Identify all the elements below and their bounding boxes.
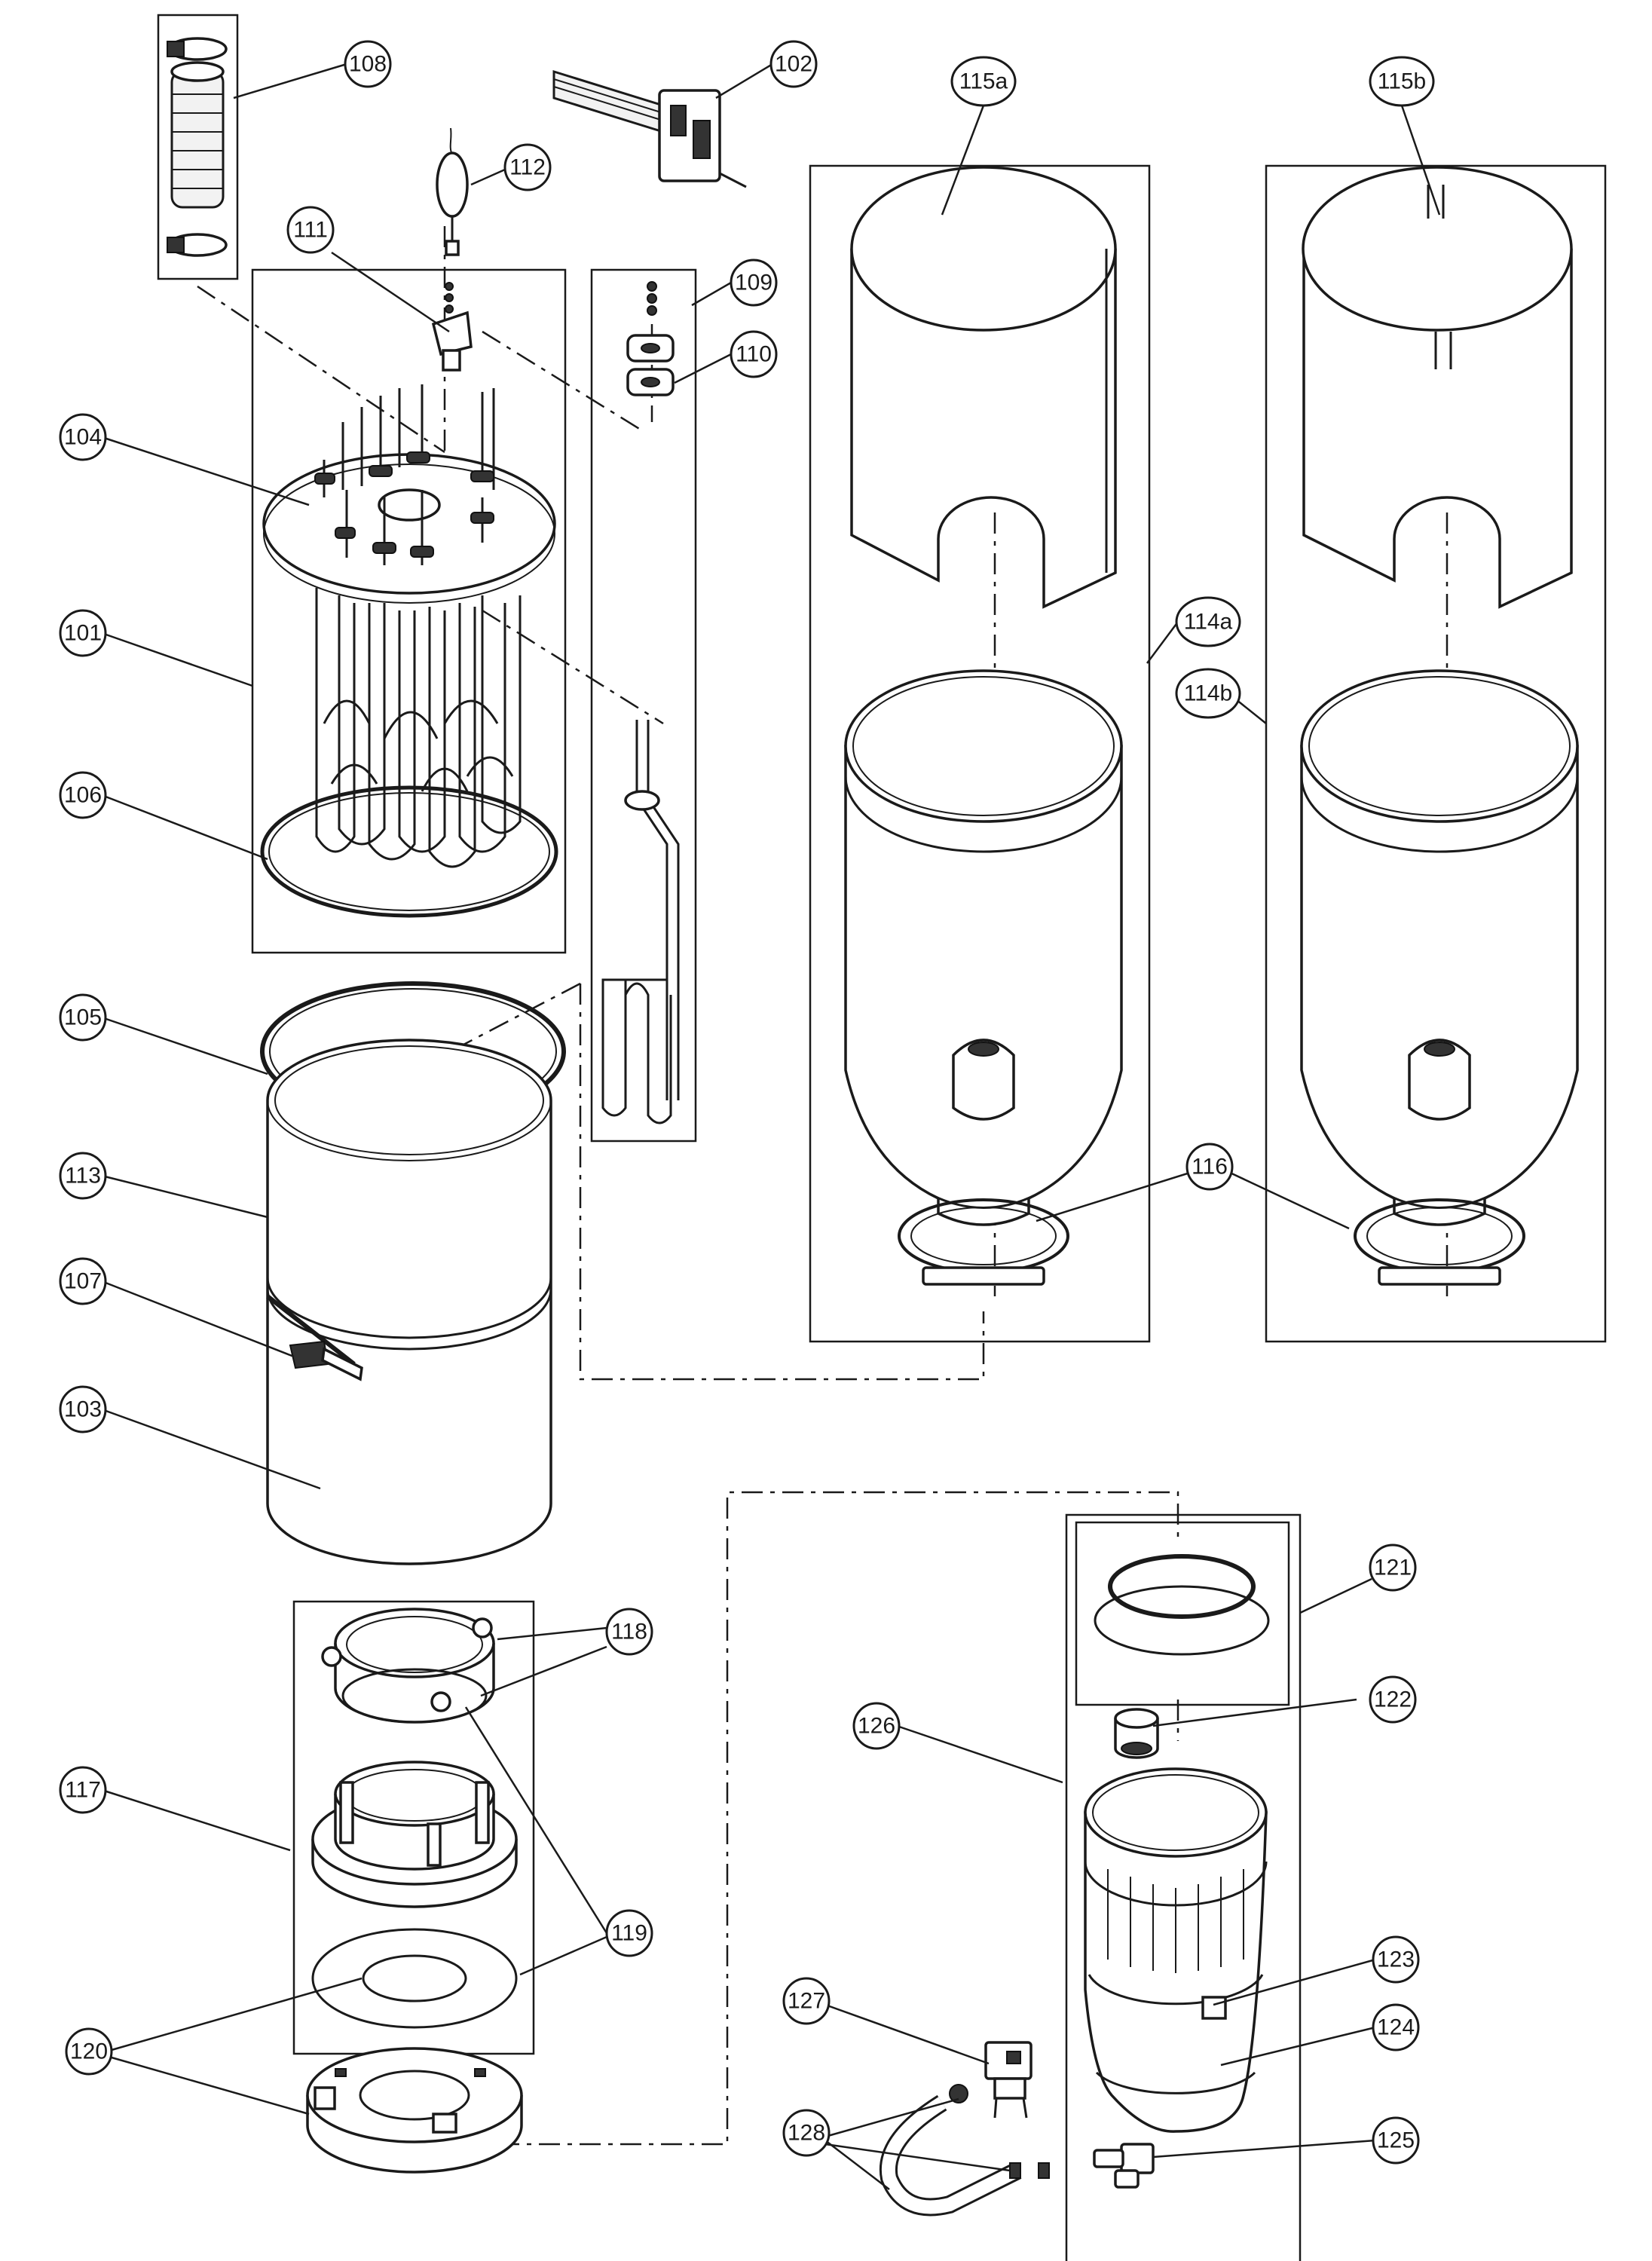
- callout-label: 107: [64, 1269, 102, 1294]
- callout-label: 106: [64, 783, 102, 808]
- callout-127: 127: [782, 1977, 831, 2025]
- callout-label: 116: [1192, 1155, 1228, 1179]
- callout-label: 105: [64, 1005, 102, 1030]
- bottom-assembly: [306, 1608, 523, 2174]
- callout-116: 116: [1185, 1143, 1234, 1191]
- callout-label: 118: [611, 1620, 647, 1645]
- callout-label: 124: [1377, 2015, 1415, 2040]
- sensor-part: [431, 127, 473, 372]
- callout-label: 128: [788, 2121, 825, 2146]
- callout-114a: 114a: [1175, 596, 1241, 647]
- single-heating-element: [601, 720, 680, 1124]
- callout-119: 119: [605, 1909, 653, 1957]
- callout-124: 124: [1372, 2003, 1420, 2051]
- callout-115b: 115b: [1369, 56, 1435, 107]
- callout-label: 104: [64, 425, 102, 450]
- callout-label: 112: [509, 155, 546, 180]
- callout-label: 114a: [1184, 610, 1233, 635]
- callout-120: 120: [65, 2027, 113, 2076]
- callout-113: 113: [59, 1152, 107, 1200]
- callout-104: 104: [59, 413, 107, 461]
- callout-label: 119: [611, 1921, 647, 1946]
- callout-125: 125: [1372, 2116, 1420, 2165]
- callout-110: 110: [730, 330, 778, 378]
- callout-label: 102: [775, 52, 812, 77]
- callout-118: 118: [605, 1608, 653, 1656]
- callout-101: 101: [59, 609, 107, 657]
- callout-label: 113: [65, 1164, 101, 1189]
- callout-label: 110: [736, 342, 772, 367]
- callout-label: 111: [293, 218, 328, 243]
- callout-label: 120: [70, 2039, 108, 2064]
- callout-label: 117: [65, 1778, 101, 1803]
- callout-108: 108: [344, 40, 392, 88]
- callout-label: 114b: [1184, 681, 1233, 706]
- callout-102: 102: [769, 40, 818, 88]
- callout-111: 111: [286, 206, 335, 254]
- callout-label: 101: [64, 621, 102, 646]
- callout-109: 109: [730, 259, 778, 307]
- callout-112: 112: [503, 143, 552, 191]
- callout-label: 127: [788, 1989, 825, 2014]
- callout-label: 115b: [1378, 69, 1427, 94]
- tank-strap: [266, 1294, 363, 1381]
- callout-label: 108: [349, 52, 387, 77]
- callout-122: 122: [1369, 1675, 1417, 1724]
- callout-126: 126: [852, 1702, 901, 1750]
- callout-107: 107: [59, 1257, 107, 1305]
- terminal-part: [626, 281, 675, 396]
- hose-clamp-assembly: [167, 37, 228, 257]
- callout-label: 109: [735, 271, 772, 295]
- callout-105: 105: [59, 993, 107, 1042]
- jacket-b: [1300, 166, 1579, 1286]
- callout-115a: 115a: [950, 56, 1017, 107]
- callout-label: 123: [1377, 1947, 1415, 1972]
- callout-label: 115a: [959, 69, 1008, 94]
- solenoid-valve-assembly: [879, 2041, 1050, 2217]
- callout-121: 121: [1369, 1544, 1417, 1592]
- callout-label: 126: [858, 1714, 895, 1739]
- callout-117: 117: [59, 1766, 107, 1814]
- jacket-a: [844, 166, 1123, 1286]
- expansion-vessel-assembly: [1084, 1554, 1270, 2189]
- callout-106: 106: [59, 771, 107, 819]
- callout-label: 122: [1374, 1687, 1412, 1712]
- callout-114b: 114b: [1175, 668, 1241, 719]
- heating-element-assembly: [260, 384, 558, 918]
- thermostat-part: [552, 69, 747, 188]
- callout-128: 128: [782, 2109, 831, 2157]
- callout-103: 103: [59, 1385, 107, 1433]
- callout-label: 121: [1374, 1556, 1412, 1580]
- leader-lines: [101, 63, 1441, 2190]
- callout-label: 103: [64, 1397, 102, 1422]
- tank-cylinder: [266, 1039, 552, 1565]
- assembly-frames: [157, 14, 1607, 2261]
- callout-label: 125: [1377, 2128, 1415, 2153]
- callout-123: 123: [1372, 1935, 1420, 1984]
